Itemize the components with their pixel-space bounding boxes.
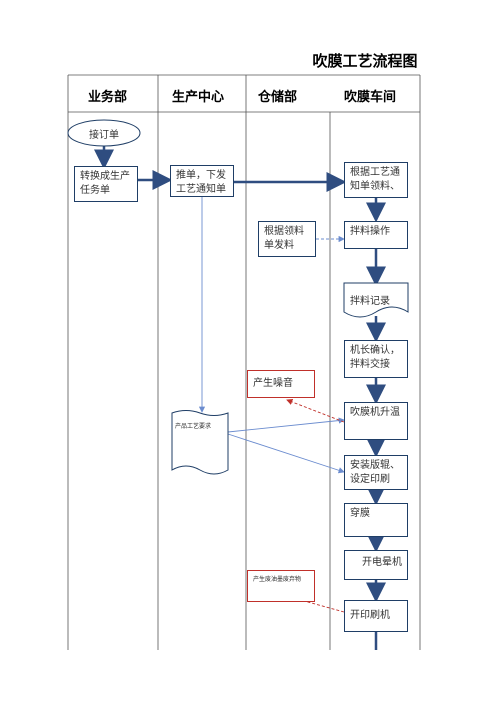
heating-box: 吹膜机升温 xyxy=(344,402,408,440)
printer-box: 开印刷机 xyxy=(344,600,408,632)
arrow-req-to-heat xyxy=(227,417,345,433)
lane-header-sales: 业务部 xyxy=(88,90,128,105)
lane-header-film-workshop: 吹膜车间 xyxy=(344,90,397,105)
convert-task-box: 转换成生产任务单 xyxy=(74,166,138,202)
mixing-record-label: 拌料记录 xyxy=(350,296,390,307)
mixing-box: 拌料操作 xyxy=(344,221,408,249)
receive-order-label: 接订单 xyxy=(89,130,119,141)
threading-box: 穿膜 xyxy=(344,503,408,537)
page-title: 吹膜工艺流程图 xyxy=(312,52,418,70)
lane-header-warehouse: 仓储部 xyxy=(258,90,298,105)
arrow-heat-to-noise xyxy=(286,399,345,423)
requirement-document-shape xyxy=(171,410,229,475)
schedule-box: 推单，下发工艺通知单 xyxy=(170,165,234,197)
record-document-shape xyxy=(343,282,409,318)
swimlane-grid xyxy=(67,74,421,650)
material-pick-box: 根据工艺通知单领料、 xyxy=(344,162,408,198)
product-requirement-label: 产品工艺要求 xyxy=(175,423,212,430)
start-oval xyxy=(67,119,141,147)
noise-box: 产生噪音 xyxy=(247,370,315,398)
install-roller-box: 安装版辊、设定印刷 xyxy=(344,455,408,490)
arrow-req-to-install xyxy=(227,433,345,474)
warehouse-issue-box: 根据领料单发料 xyxy=(258,221,316,257)
captain-confirm-box: 机长确认，拌料交接 xyxy=(344,340,408,378)
waste-box: 产生废油墨废弃物 xyxy=(247,570,315,602)
lane-header-production: 生产中心 xyxy=(172,90,225,105)
corona-box: 开电晕机 xyxy=(344,550,408,580)
